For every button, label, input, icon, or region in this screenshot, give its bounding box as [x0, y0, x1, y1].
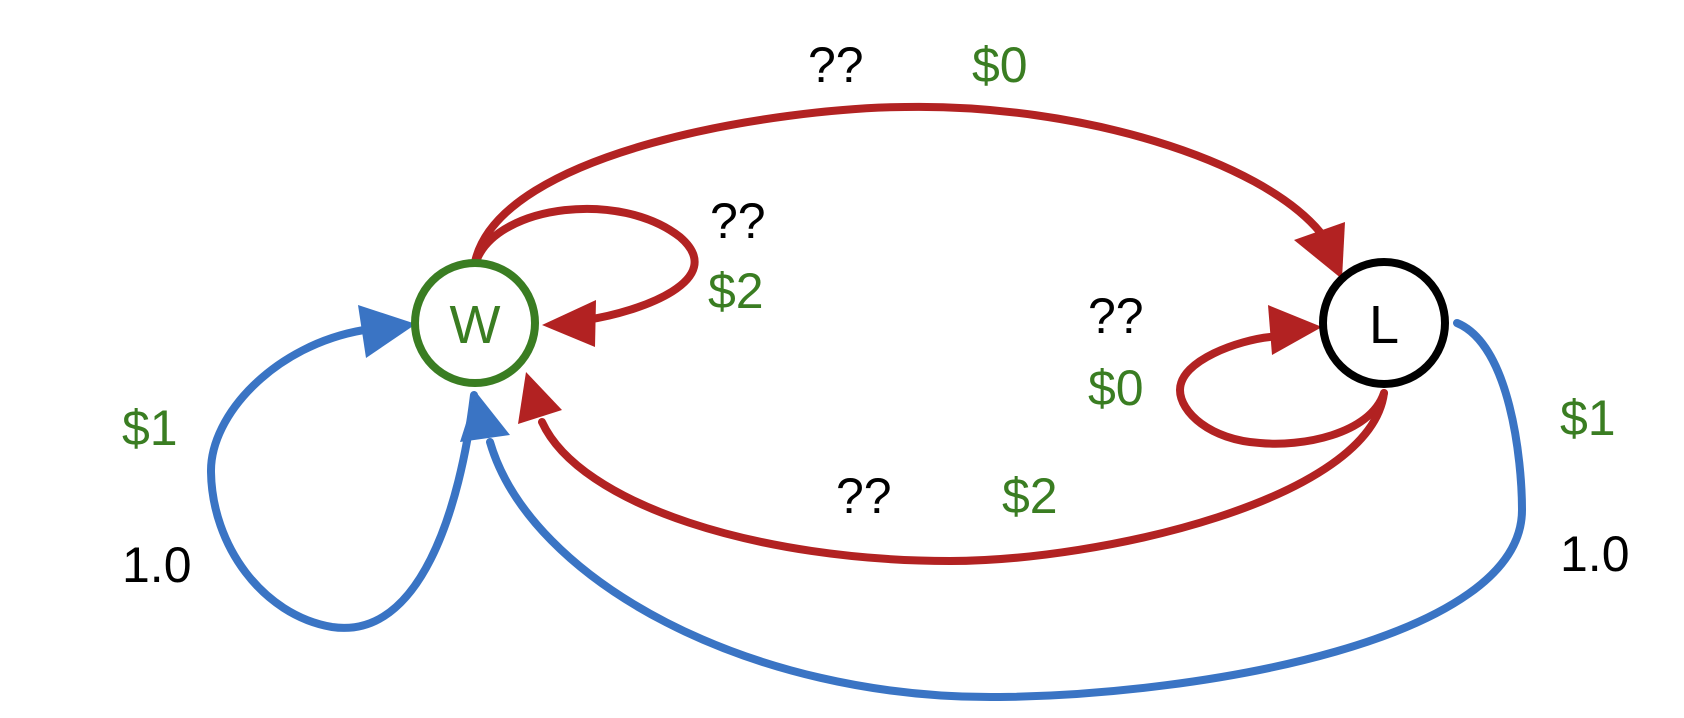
- edge-w-to-l: [471, 102, 1324, 266]
- arrowhead-w-self-blue: [358, 305, 416, 358]
- arrowhead-w-self-red: [542, 300, 596, 347]
- arrowhead-l-to-w-red: [518, 372, 562, 424]
- arrowhead-w-to-l: [1294, 222, 1345, 279]
- arrowhead-l-self-red: [1268, 305, 1322, 355]
- w-to-l-reward: $0: [972, 37, 1028, 93]
- win-node-label: W: [450, 295, 501, 355]
- arrowhead-l-to-w-blue: [460, 392, 510, 442]
- node-lose[interactable]: L: [1319, 258, 1449, 388]
- edge-labels: ?? $0 ?? $2 $1 1.0 ?? $0 ?? $2 $1 1.0: [122, 37, 1630, 593]
- l-to-w-red-reward: $2: [1002, 468, 1058, 524]
- edge-w-self-blue: [206, 326, 478, 632]
- l-to-w-blue-reward: $1: [1560, 390, 1616, 446]
- win-node-circle: [411, 259, 539, 387]
- lose-node-label: L: [1369, 295, 1399, 355]
- edges: [206, 102, 1527, 702]
- w-self-blue-reward: $1: [122, 400, 178, 456]
- lose-node-circle: [1319, 258, 1449, 388]
- w-self-red-reward: $2: [708, 263, 764, 319]
- w-self-blue-prob: 1.0: [122, 537, 192, 593]
- l-to-w-red-prob: ??: [836, 468, 892, 524]
- l-to-w-blue-prob: 1.0: [1560, 526, 1630, 582]
- edge-l-to-w-red: [538, 389, 1388, 566]
- edge-l-self-red: [1175, 333, 1388, 448]
- edge-l-to-w-blue: [486, 319, 1527, 702]
- arrowheads: [358, 222, 1345, 442]
- l-self-red-prob: ??: [1088, 288, 1144, 344]
- node-win[interactable]: W: [411, 259, 539, 387]
- w-to-l-prob: ??: [808, 37, 864, 93]
- w-self-red-prob: ??: [710, 193, 766, 249]
- edge-w-self-red: [473, 204, 699, 324]
- l-self-red-reward: $0: [1088, 360, 1144, 416]
